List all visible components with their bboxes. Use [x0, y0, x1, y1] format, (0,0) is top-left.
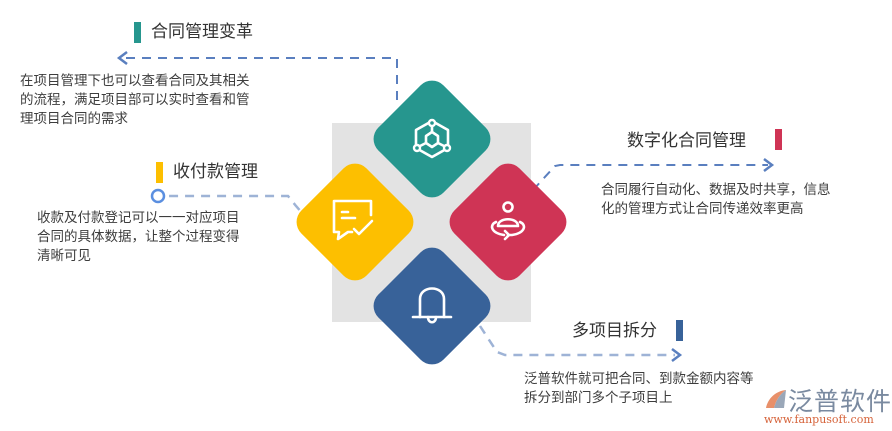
description-line: 的流程，满足项目部可以实时查看和管: [20, 92, 250, 108]
arrow-left-icon: [116, 51, 128, 65]
logo-url: www.fanpusoft.com: [764, 413, 874, 426]
chat-check-icon: [332, 199, 374, 241]
fanpu-logo: 泛普软件 www.fanpusoft.com: [762, 382, 892, 428]
description-line: 合同的具体数据，让整个过程变得: [37, 229, 240, 245]
section-description-multi-project-split: 泛普软件就可把合同、到款金额内容等 拆分到部门多个子项目上: [524, 370, 754, 408]
section-description-payment-management: 收款及付款登记可以一一对应项目 合同的具体数据，让整个过程变得 清晰可见: [37, 209, 240, 266]
description-line: 收款及付款登记可以一一对应项目: [37, 210, 240, 226]
section-description-digital-contract: 合同履行自动化、数据及时共享，信息 化的管理方式让合同传递效率更高: [601, 181, 831, 219]
title-marker-multi-project-split: [676, 320, 683, 341]
description-line: 泛普软件就可把合同、到款金额内容等: [524, 371, 754, 387]
description-line: 在项目管理下也可以查看合同及其相关: [20, 73, 250, 89]
circle-marker-icon: [150, 188, 166, 204]
description-line: 拆分到部门多个子项目上: [524, 390, 673, 406]
description-line: 清晰可见: [37, 248, 91, 264]
section-title-payment-management: 收付款管理: [173, 162, 258, 182]
bell-icon: [411, 287, 453, 324]
title-marker-digital-contract: [775, 129, 782, 150]
section-title-multi-project-split: 多项目拆分: [572, 321, 657, 341]
person-orbit-icon: [490, 201, 526, 241]
description-line: 理项目合同的需求: [20, 111, 128, 127]
arrow-right-icon: [763, 158, 775, 172]
title-marker-contract-reform: [134, 22, 141, 43]
section-title-contract-reform: 合同管理变革: [151, 22, 253, 42]
section-title-digital-contract: 数字化合同管理: [627, 131, 746, 151]
network-cube-icon: [412, 118, 452, 159]
logo-name: 泛普软件: [788, 387, 892, 416]
title-marker-payment-management: [156, 162, 163, 183]
description-line: 合同履行自动化、数据及时共享，信息: [601, 182, 831, 198]
logo-mark-icon: [766, 390, 786, 408]
section-description-contract-reform: 在项目管理下也可以查看合同及其相关 的流程，满足项目部可以实时查看和管 理项目合…: [20, 72, 250, 129]
arrow-right-icon: [671, 348, 683, 362]
description-line: 化的管理方式让合同传递效率更高: [601, 201, 804, 217]
